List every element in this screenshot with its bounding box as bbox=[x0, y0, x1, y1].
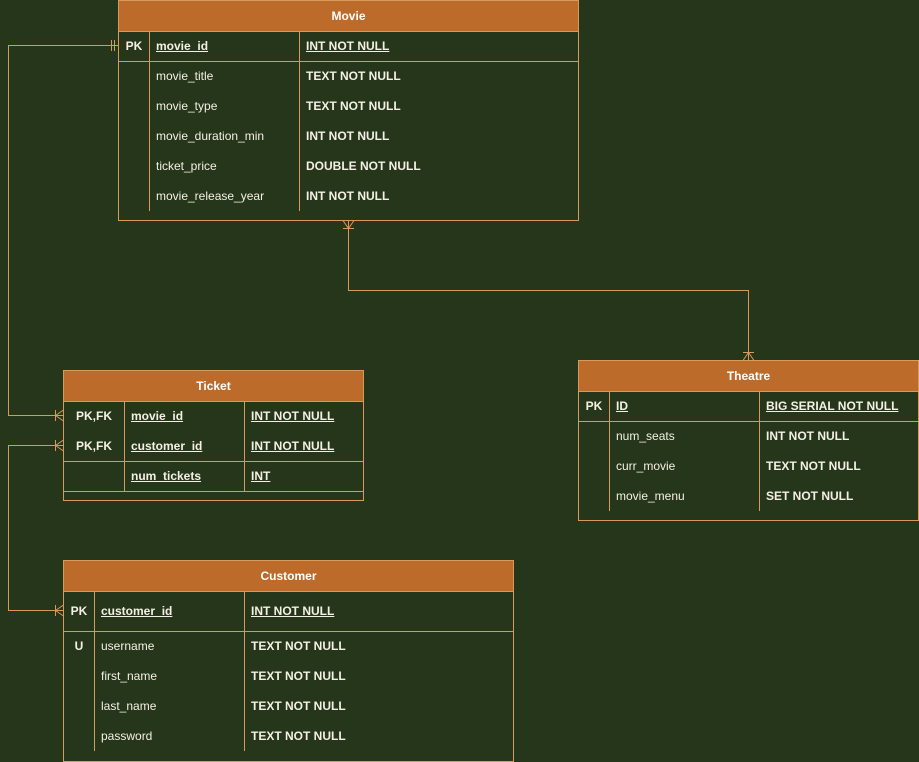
ticket-price-field[interactable]: ticket_price bbox=[156, 159, 217, 173]
movie-id-field[interactable]: movie_id bbox=[156, 39, 209, 53]
password-field[interactable]: password bbox=[101, 729, 153, 743]
num-seats-field[interactable]: num_seats bbox=[616, 429, 675, 443]
last-name-field[interactable]: last_name bbox=[101, 699, 157, 713]
customer-id-type[interactable]: INT NOT NULL bbox=[251, 604, 335, 618]
ticket-movie-id-type[interactable]: INT NOT NULL bbox=[251, 409, 335, 423]
ticket-customer-id-type[interactable]: INT NOT NULL bbox=[251, 439, 335, 453]
num-tickets-field[interactable]: num_tickets bbox=[131, 469, 202, 483]
ticket-movie-id-field[interactable]: movie_id bbox=[131, 409, 184, 423]
ticket-table-title[interactable]: Ticket bbox=[64, 371, 363, 402]
ticket-price-type[interactable]: DOUBLE NOT NULL bbox=[306, 159, 421, 173]
password-type[interactable]: TEXT NOT NULL bbox=[251, 729, 346, 743]
ticket-table[interactable]: Ticket PK,FK movie_id INT NOT NULL PK,FK… bbox=[63, 370, 364, 501]
pk-label: PK bbox=[585, 399, 603, 413]
movie-duration-field[interactable]: movie_duration_min bbox=[156, 129, 265, 143]
movie-duration-type[interactable]: INT NOT NULL bbox=[306, 129, 390, 143]
pk-label: PK bbox=[70, 604, 88, 618]
customer-table[interactable]: Customer PK customer_id INT NOT NULL U u… bbox=[63, 560, 514, 762]
num-tickets-type[interactable]: INT bbox=[251, 469, 271, 483]
movie-release-year-type[interactable]: INT NOT NULL bbox=[306, 189, 390, 203]
num-seats-type[interactable]: INT NOT NULL bbox=[766, 429, 850, 443]
pk-fk-label: PK,FK bbox=[76, 409, 112, 423]
movie-release-year-field[interactable]: movie_release_year bbox=[156, 189, 265, 203]
crowfoot-ticket-customer bbox=[55, 439, 64, 452]
crowfoot-movie bbox=[342, 220, 355, 229]
rel-customer-ticket-line bbox=[8, 445, 64, 611]
username-field[interactable]: username bbox=[101, 639, 155, 653]
customer-table-title[interactable]: Customer bbox=[64, 561, 513, 592]
movie-table-title[interactable]: Movie bbox=[119, 1, 578, 32]
movie-type-field[interactable]: movie_type bbox=[156, 99, 218, 113]
unique-label: U bbox=[74, 639, 84, 653]
ticket-customer-id-field[interactable]: customer_id bbox=[131, 439, 203, 453]
movie-menu-type[interactable]: SET NOT NULL bbox=[766, 489, 854, 503]
curr-movie-field[interactable]: curr_movie bbox=[616, 459, 676, 473]
first-name-type[interactable]: TEXT NOT NULL bbox=[251, 669, 346, 683]
last-name-type[interactable]: TEXT NOT NULL bbox=[251, 699, 346, 713]
crowfoot-ticket-movie bbox=[55, 409, 64, 422]
rel-movie-theatre-line bbox=[348, 220, 749, 361]
pk-label: PK bbox=[125, 39, 143, 53]
movie-title-type[interactable]: TEXT NOT NULL bbox=[306, 69, 401, 83]
theatre-id-field[interactable]: ID bbox=[616, 399, 628, 413]
movie-id-type[interactable]: INT NOT NULL bbox=[306, 39, 390, 53]
theatre-table[interactable]: Theatre PK ID BIG SERIAL NOT NULL num_se… bbox=[578, 360, 919, 521]
movie-type-type[interactable]: TEXT NOT NULL bbox=[306, 99, 401, 113]
crowfoot-customer bbox=[55, 604, 64, 617]
customer-id-field[interactable]: customer_id bbox=[101, 604, 173, 618]
username-type[interactable]: TEXT NOT NULL bbox=[251, 639, 346, 653]
crowfoot-theatre bbox=[742, 352, 755, 361]
movie-title-field[interactable]: movie_title bbox=[156, 69, 214, 83]
first-name-field[interactable]: first_name bbox=[101, 669, 158, 683]
movie-menu-field[interactable]: movie_menu bbox=[616, 489, 685, 503]
rel-movie-ticket-line bbox=[8, 45, 119, 416]
curr-movie-type[interactable]: TEXT NOT NULL bbox=[766, 459, 861, 473]
theatre-table-title[interactable]: Theatre bbox=[579, 361, 918, 392]
theatre-id-type[interactable]: BIG SERIAL NOT NULL bbox=[766, 399, 899, 413]
movie-table[interactable]: Movie PK movie_id INT NOT NULL movie_tit… bbox=[118, 0, 579, 221]
pk-fk-label: PK,FK bbox=[76, 439, 112, 453]
